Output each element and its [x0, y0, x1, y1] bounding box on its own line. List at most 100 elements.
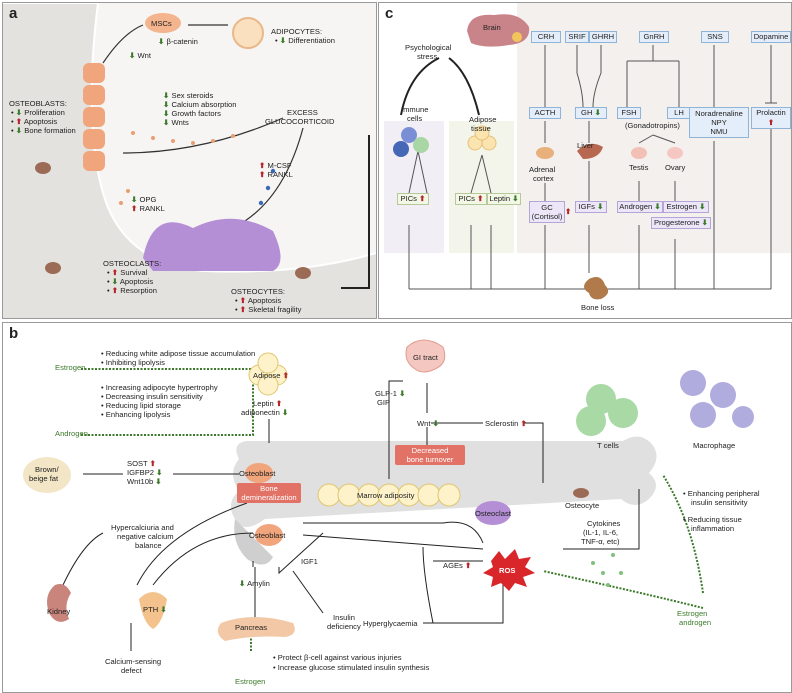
leptin-label: Leptin ⬆: [253, 399, 283, 408]
gip-label: GIP: [377, 398, 391, 407]
npy-label: NPY: [711, 118, 727, 127]
cytokines-label: Cytokines: [587, 519, 621, 528]
wnt-label: Wnt ⬇: [417, 419, 440, 428]
gi-tract: [405, 339, 446, 373]
androgen-item-3: • Enhancing lipolysis: [101, 410, 171, 419]
osteocyte-label: Osteocyte: [565, 501, 600, 510]
pth-label: PTH ⬇: [143, 605, 167, 614]
gc-label: GC: [541, 203, 553, 212]
panel-b-label: b: [9, 325, 19, 342]
osteoblast-bottom: [255, 524, 283, 546]
gi-tract-label: GI tract: [413, 353, 438, 362]
calcium-sensing-label: Calcium-sensing: [105, 657, 162, 666]
osteoblasts-item-1: • ⬆ Apoptosis: [11, 117, 58, 126]
sost-label: SOST ⬆: [127, 459, 157, 468]
estrogen-item-1: • Inhibiting lipolysis: [101, 358, 165, 367]
testis-label: Testis: [629, 163, 649, 172]
kidney-image: [47, 584, 71, 622]
androgen-right-label: androgen: [679, 618, 712, 627]
psych-label: Psychological: [405, 43, 452, 52]
bone-loss-label: Bone loss: [581, 303, 615, 312]
panel-a-label: a: [9, 5, 18, 22]
adiponectin-label: adiponectin ⬇: [241, 408, 289, 417]
pics-box-1: PICs ⬆: [397, 193, 429, 205]
gonadotropins-label: (Gonadotropins): [625, 121, 680, 130]
hormone-gnrh: GnRH: [639, 31, 669, 43]
panc-item-1: • Increase glucose stimulated insulin sy…: [273, 663, 430, 672]
panel-a: a MSCs ⬇ Wnt ⬇ β-catenin ADIPOCYTES: • ⬇…: [2, 2, 377, 319]
factor-0: ⬇ Sex steroids: [163, 91, 214, 100]
factor-2: ⬇ Growth factors: [163, 109, 221, 118]
kidney-label: Kidney: [47, 607, 71, 616]
estrogen-label: Estrogen: [55, 363, 86, 372]
hypercalciuria-label: Hypercalciuria and: [111, 523, 174, 532]
igf1-label: IGF1: [301, 557, 318, 566]
defect-label: defect: [121, 666, 142, 675]
osteoclasts-title: OSTEOCLASTS:: [103, 259, 162, 268]
adipocyte-cell: [232, 17, 264, 49]
panel-b-graphics: [23, 339, 754, 651]
panc-item-0: • Protect β-cell against various injurie…: [273, 653, 402, 662]
bone-demin-box: Bone demineralization: [237, 483, 301, 503]
negative-calcium-label: negative calcium: [117, 532, 174, 541]
brown-fat: [23, 457, 71, 493]
panel-b: b Estrogen • Reducing white adipose tiss…: [2, 322, 792, 693]
osteoclasts-item-2: • ⬆ Resorption: [107, 286, 158, 295]
hormone-ghrh: GHRH: [589, 31, 617, 43]
gh-box: GH ⬇: [575, 107, 607, 119]
pancreas-image: [217, 617, 295, 641]
osteoclasts-item-1: • ⬇ Apoptosis: [107, 277, 154, 286]
decreased-turnover-box: Decreased bone turnover: [395, 445, 465, 465]
t-cells: [576, 384, 638, 436]
brown-label: Brown/: [35, 465, 59, 474]
progesterone-box: Progesterone ⬇: [651, 217, 711, 229]
marrow-cells: [317, 483, 461, 507]
osteoblast-bottom-label: Osteoblast: [249, 531, 286, 540]
estrogen-right-label: Estrogen: [677, 609, 708, 618]
mcsf-label: ⬆ M-CSF: [259, 161, 292, 170]
fsh-box: FSH: [617, 107, 641, 119]
gc-box: GC (Cortisol): [529, 201, 565, 223]
hormone-crh: CRH: [531, 31, 561, 43]
excess-label: EXCESS: [287, 108, 318, 117]
wnt-label: ⬇ Wnt: [129, 51, 152, 60]
macrophages: [680, 370, 754, 428]
rankl-label: ⬆ RANKL: [259, 170, 293, 179]
hormone-dopamine: Dopamine: [751, 31, 791, 43]
adipose-cluster: [248, 352, 288, 396]
panel-c-label: c: [385, 5, 394, 22]
estrogen-bottom-label: Estrogen: [235, 677, 266, 686]
androgen-item-1: • Decreasing insulin sensitivity: [101, 392, 203, 401]
acth-box: ACTH: [529, 107, 561, 119]
adipose-label: Adipose ⬆: [253, 371, 289, 380]
deficiency-label: deficiency: [327, 622, 361, 631]
hormone-sns: SNS: [701, 31, 729, 43]
osteocyte-right: [295, 267, 311, 279]
osteoclast-label: Osteoclast: [475, 509, 511, 518]
androgen-item-0: • Increasing adipocyte hypertrophy: [101, 383, 218, 392]
bone-turnover-label: bone turnover: [406, 455, 454, 464]
pancreas-label: Pancreas: [235, 623, 268, 632]
osteocyte-cell: [573, 488, 589, 498]
factor-1: ⬇ Calcium absorption: [163, 100, 237, 109]
cortex-label: cortex: [533, 174, 554, 183]
tcells-label: T cells: [597, 441, 619, 450]
ovary-label: Ovary: [665, 163, 686, 172]
prolactin-box: Prolactin ⬆: [751, 107, 791, 129]
osteoblasts-title: OSTEOBLASTS:: [9, 99, 67, 108]
osteoclast-cell: [475, 501, 511, 525]
insulin-label: Insulin: [333, 613, 355, 622]
androgen-label: Androgen: [55, 429, 88, 438]
beta-catenin-label: ⬇ β-catenin: [158, 37, 198, 46]
adipocytes-item: • ⬇ Differentiation: [275, 36, 335, 45]
cells-label: cells: [407, 114, 423, 123]
opg-label: ⬇ OPG: [131, 195, 157, 204]
cytokines-detail-2: TNF-α, etc): [581, 537, 620, 546]
androgen-box: Androgen ⬇: [617, 201, 663, 213]
igfs-box: IGFs ⬇: [575, 201, 607, 213]
ros-burst: [483, 549, 535, 591]
mscs-label: MSCs: [151, 19, 172, 28]
osteocytes-item-1: • ⬆ Skeletal fragility: [235, 305, 302, 314]
osteocyte-bottom: [45, 262, 61, 274]
msc-cell: [145, 13, 181, 33]
